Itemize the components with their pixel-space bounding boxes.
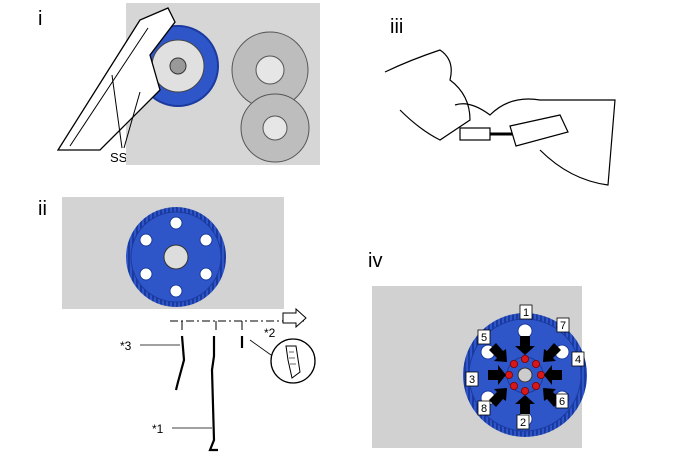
- seq-1: 1: [523, 307, 529, 319]
- panel-i-label: i: [38, 8, 43, 30]
- panel-i-illustration: [56, 3, 320, 165]
- seq-5: 5: [481, 332, 487, 344]
- bolt: [459, 127, 491, 141]
- panel-ii-illustration: [62, 197, 316, 452]
- panel-ii-label: ii: [38, 198, 47, 220]
- seq-4: 4: [575, 354, 581, 366]
- panel-iv-label: iv: [368, 250, 383, 272]
- sst-tool: [56, 7, 176, 151]
- hollow-arrow-right-icon: [282, 307, 307, 329]
- bolt-group: [504, 354, 546, 395]
- panel-iv-illustration: 1 2 3 4 5 6 7 8: [372, 286, 587, 448]
- seq-3: 3: [469, 374, 475, 386]
- seq-6: 6: [559, 396, 565, 408]
- adhesive-tube: [509, 114, 569, 147]
- gauge-3: [174, 335, 186, 391]
- seq-2: 2: [520, 417, 526, 429]
- panel-iii-label: iii: [390, 16, 404, 38]
- right-hand: [454, 98, 616, 186]
- seq-7: 7: [560, 320, 566, 332]
- callout-1: *1: [152, 422, 164, 436]
- callout-2: *2: [264, 326, 276, 340]
- panel-iii-illustration: [384, 49, 616, 186]
- seq-8: 8: [481, 403, 487, 415]
- left-hand: [384, 49, 471, 141]
- gauge-1: [208, 336, 218, 452]
- callout-3: *3: [120, 339, 132, 353]
